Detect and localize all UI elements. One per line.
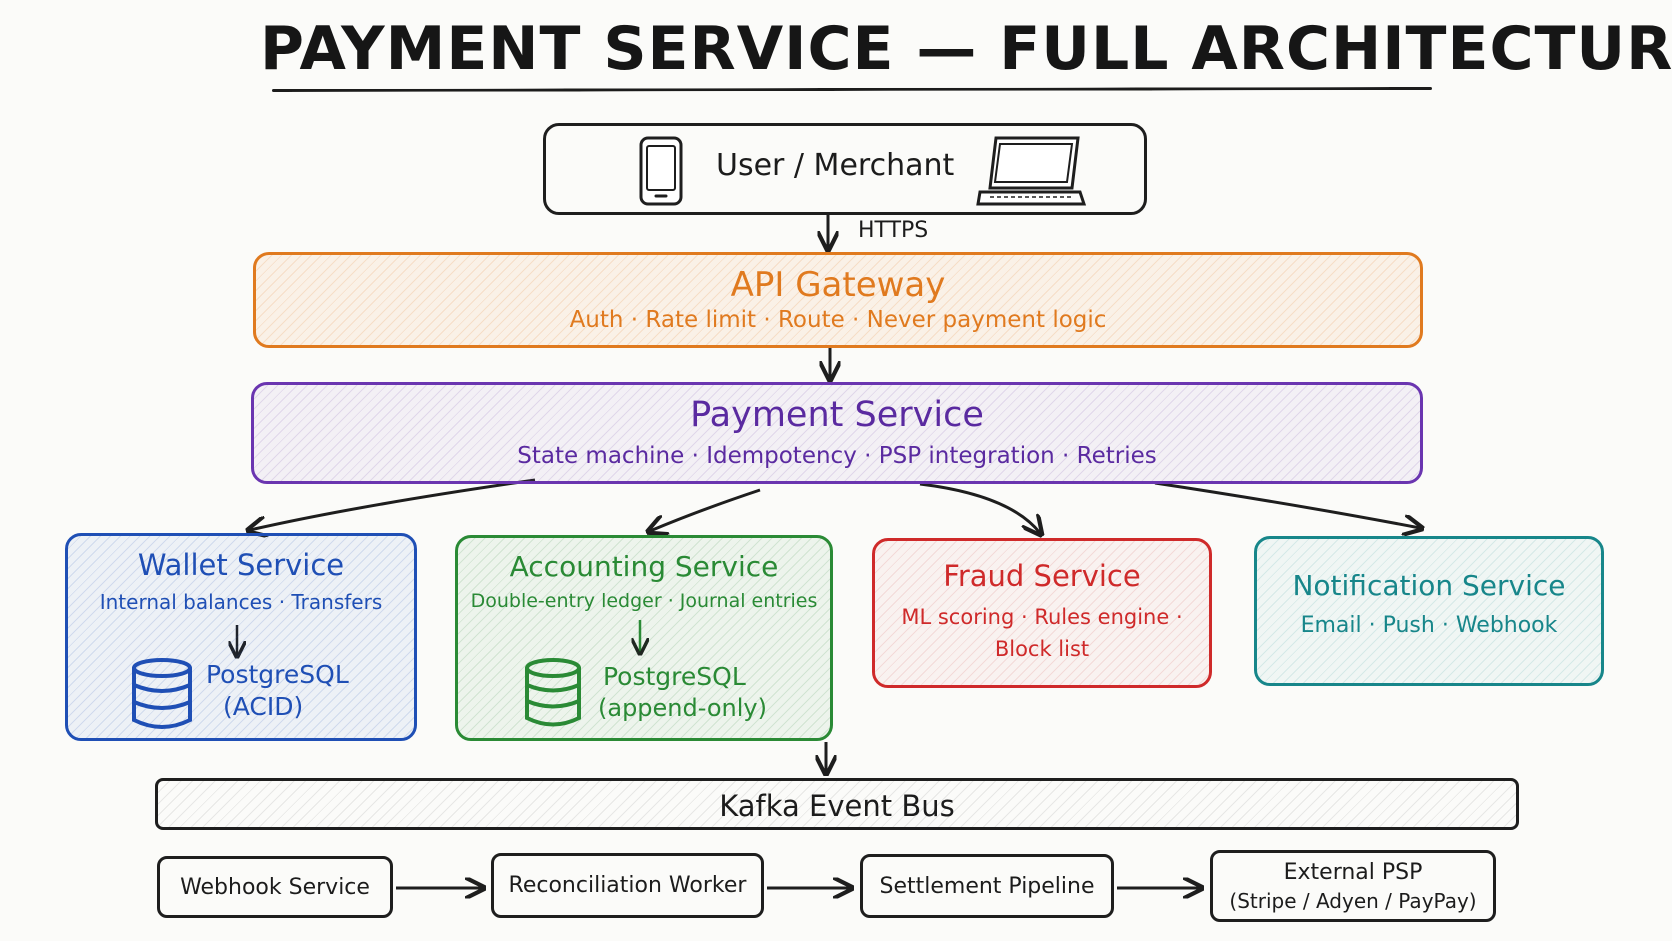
payment-service-features: State machine · Idempotency · PSP integr… [517, 443, 1157, 469]
payment-service-box: Payment Service State machine · Idempote… [251, 382, 1423, 484]
wallet-service-title: Wallet Service [137, 548, 345, 582]
accounting-service-title: Accounting Service [509, 550, 779, 583]
arrow-payment-to-notification [1154, 481, 1420, 528]
notification-service-title: Notification Service [1292, 569, 1566, 602]
api-gateway-box: API Gateway Auth · Rate limit · Route · … [253, 252, 1423, 348]
phone-icon [638, 136, 684, 210]
pipeline-external-psp: External PSP (Stripe / Adyen / PayPay) [1210, 850, 1496, 922]
wallet-db-note: (ACID) [223, 692, 304, 721]
laptop-icon [976, 134, 1088, 212]
pipeline-webhook-service-label: Webhook Service [180, 875, 370, 900]
client-box: User / Merchant [543, 123, 1147, 215]
accounting-service-features: Double-entry ledger · Journal entries [470, 590, 818, 612]
https-label: HTTPS [858, 218, 929, 243]
notification-service-box: Notification Service Email · Push · Webh… [1254, 536, 1604, 686]
wallet-service-box: Wallet Service Internal balances · Trans… [65, 533, 417, 741]
pipeline-external-psp-sublabel: (Stripe / Adyen / PayPay) [1229, 889, 1477, 913]
arrow-payment-to-wallet [250, 478, 536, 530]
accounting-db-name: PostgreSQL [603, 662, 746, 691]
kafka-event-bus: Kafka Event Bus [155, 778, 1519, 830]
payment-service-title: Payment Service [690, 395, 984, 435]
fraud-service-title: Fraud Service [943, 559, 1141, 593]
arrow-payment-to-accounting [650, 488, 761, 531]
pipeline-reconciliation-worker-label: Reconciliation Worker [508, 873, 747, 898]
page-title: PAYMENT SERVICE — FULL ARCHITECTURE [260, 14, 1672, 84]
notification-service-features: Email · Push · Webhook [1300, 613, 1558, 638]
pipeline-reconciliation-worker: Reconciliation Worker [491, 853, 764, 918]
api-gateway-features: Auth · Rate limit · Route · Never paymen… [569, 307, 1107, 333]
fraud-service-features-line2: Block list [994, 637, 1090, 661]
pipeline-settlement-pipeline-label: Settlement Pipeline [879, 874, 1095, 899]
accounting-service-box: Accounting Service Double-entry ledger ·… [455, 535, 833, 741]
fraud-service-features-line1: ML scoring · Rules engine · [901, 605, 1183, 629]
arrow-payment-to-fraud [919, 482, 1040, 533]
fraud-service-box: Fraud Service ML scoring · Rules engine … [872, 538, 1212, 688]
pipeline-external-psp-label: External PSP [1283, 860, 1423, 885]
wallet-service-features: Internal balances · Transfers [99, 590, 383, 614]
pipeline-settlement-pipeline: Settlement Pipeline [860, 854, 1114, 918]
accounting-db-note: (append-only) [598, 694, 767, 722]
wallet-db-name: PostgreSQL [206, 660, 349, 689]
client-label: User / Merchant [716, 148, 955, 183]
database-icon [523, 658, 583, 732]
api-gateway-title: API Gateway [730, 265, 946, 305]
pipeline-webhook-service: Webhook Service [157, 856, 393, 918]
database-icon [130, 658, 194, 734]
kafka-event-bus-label: Kafka Event Bus [719, 789, 955, 823]
